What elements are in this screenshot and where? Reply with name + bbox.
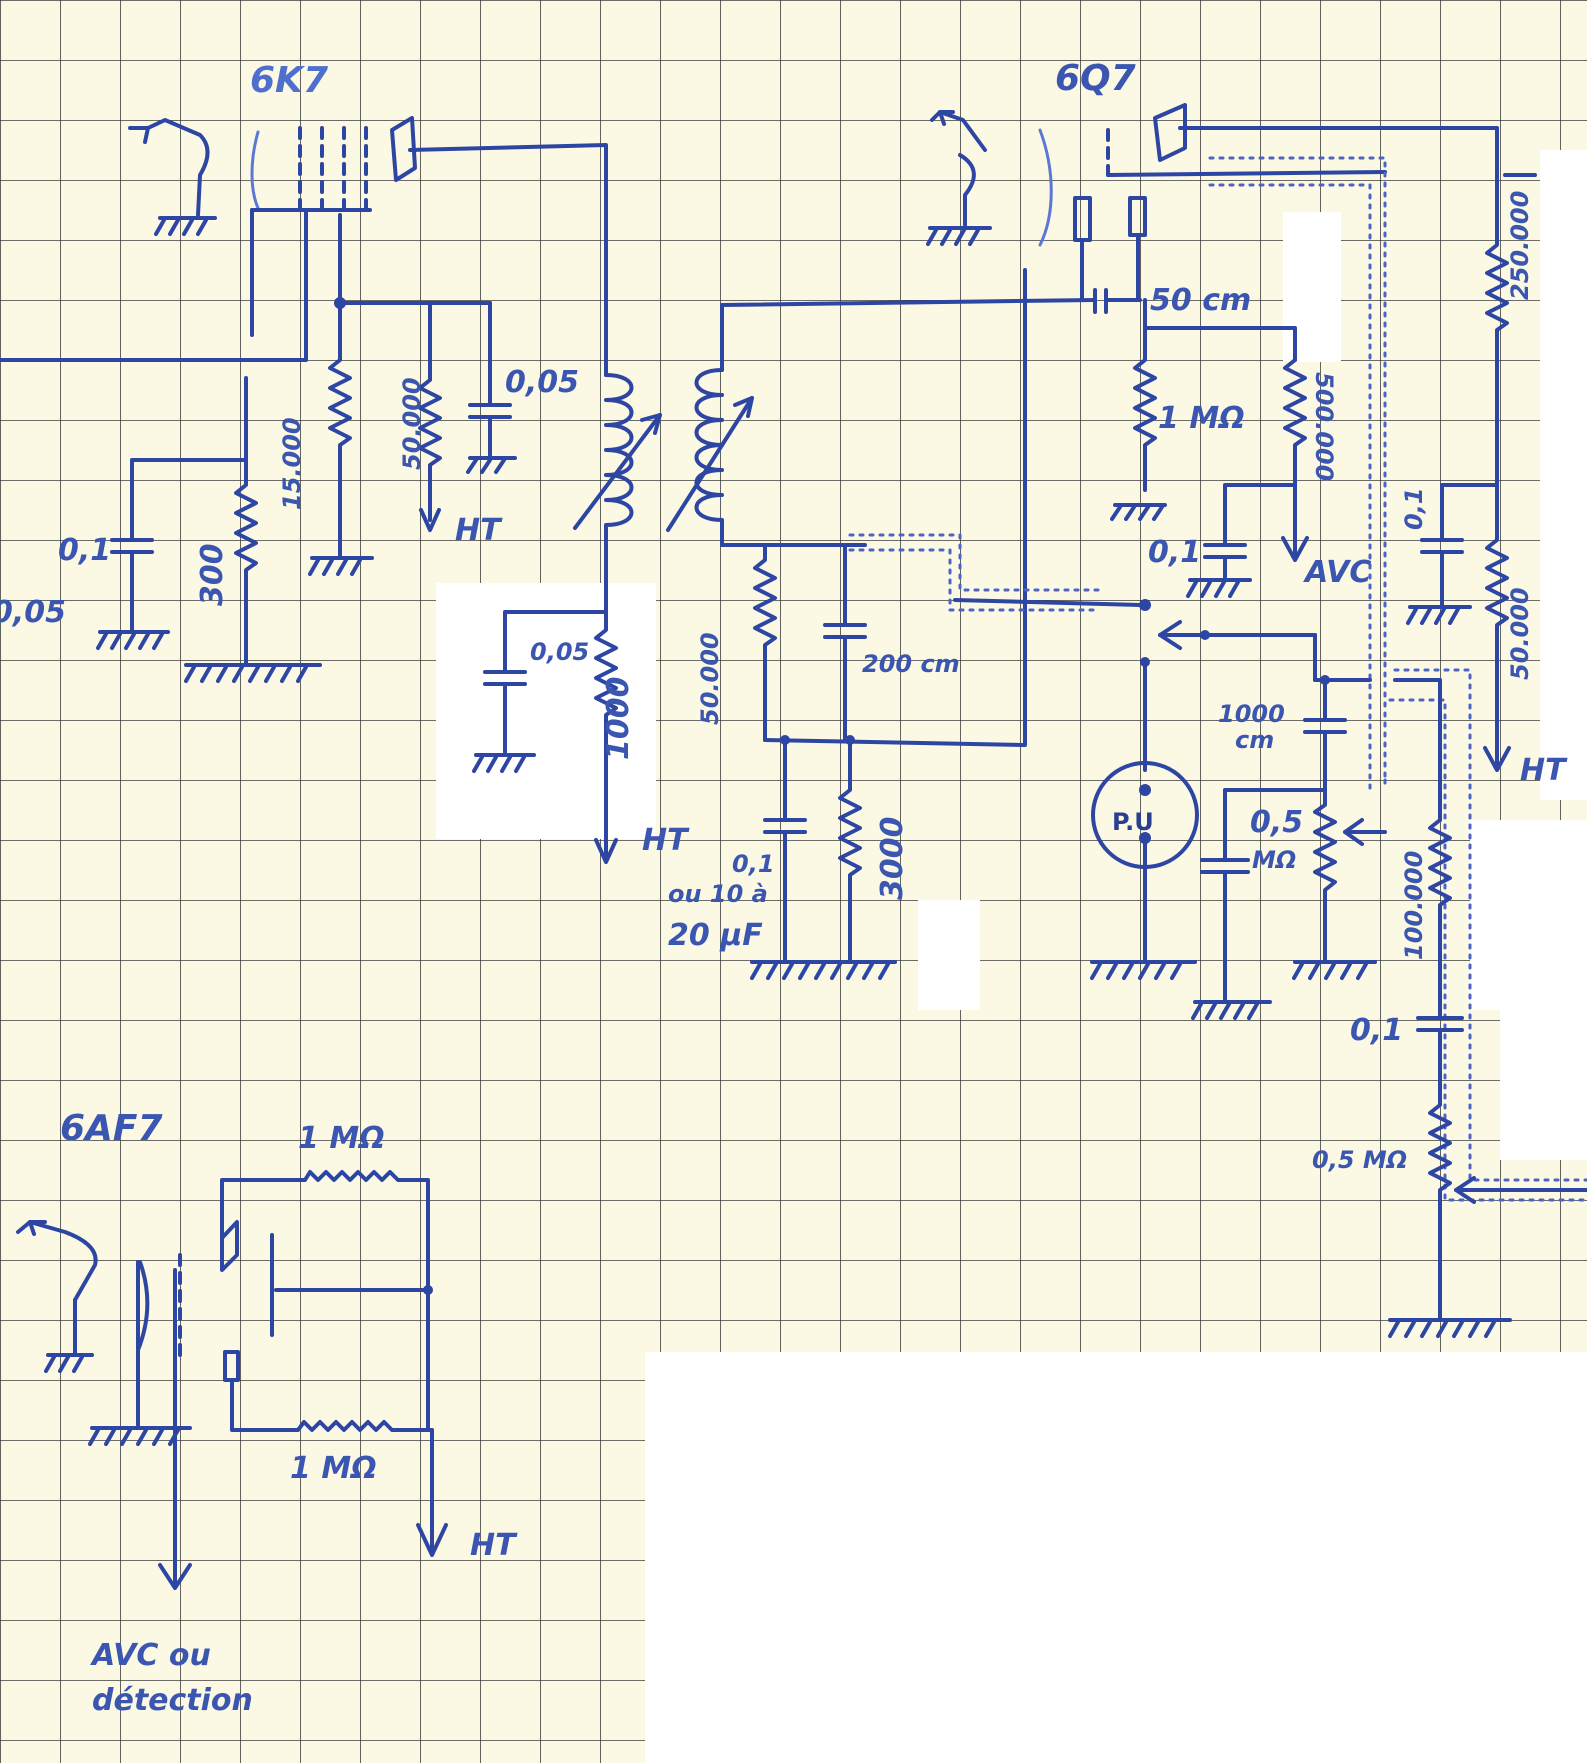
label-ht-4: HT (470, 1528, 518, 1563)
ground-01-cathode (96, 630, 170, 650)
label-r-300: 300 (195, 543, 230, 606)
tube-label-6q7: 6Q7 (1055, 58, 1136, 99)
label-c-50cm: 50 cm (1150, 283, 1251, 318)
white-patches (436, 150, 1587, 1160)
ground-cathode-6q7 (750, 960, 897, 980)
tube-6q7 (930, 103, 1187, 247)
label-c-200cm: 200 cm (862, 650, 960, 678)
ground-01-plate (1406, 605, 1472, 625)
label-r-50000-screen: 50.000 (398, 377, 426, 470)
label-r-1mohm-top: 1 MΩ (298, 1121, 385, 1156)
label-c-005-left: 0,05 (0, 595, 66, 630)
label-avc-note-1: AVC ou (90, 1638, 211, 1673)
label-c-01-b: ou 10 à (668, 880, 768, 908)
tube-6af7 (16, 1220, 274, 1382)
label-r-1mohm-grid: 1 MΩ (1158, 401, 1245, 436)
label-pu: P.U (1112, 808, 1154, 836)
label-c-01-a: 0,1 (732, 850, 775, 878)
tube-label-6af7: 6AF7 (60, 1108, 163, 1149)
ground-01-avc (1186, 578, 1252, 598)
label-r-50000-plate: 50.000 (1506, 587, 1534, 680)
label-pot-05m: 0,5 MΩ (1312, 1146, 1407, 1174)
label-r-3000: 3000 (875, 817, 910, 901)
dotted-shield-6q7 (1208, 156, 1587, 1202)
label-ht-1: HT (455, 513, 503, 548)
label-c-01-c: 20 μF (668, 918, 763, 953)
label-ht-3: HT (1520, 753, 1568, 788)
label-c-005-screen: 0,05 (505, 365, 579, 400)
label-c-01-avc: 0,1 (1148, 535, 1201, 570)
ground-005-screen (466, 456, 517, 474)
label-pot-05: 0,5 (1250, 805, 1303, 840)
dotted-shield-lines (848, 533, 1102, 612)
label-c-01-cathode: 0,1 (58, 533, 111, 568)
ground-15000 (308, 556, 374, 576)
label-c-01-plate: 0,1 (1400, 487, 1428, 530)
ground-6k7-g1 (154, 216, 217, 236)
label-r-15000: 15.000 (278, 417, 306, 510)
label-r-100000: 100.000 (1400, 851, 1428, 960)
ground-pu (1090, 960, 1197, 980)
label-r-1000: 1000 (601, 677, 636, 761)
ground-005-dec (472, 753, 536, 773)
tube-label-6k7: 6K7 (250, 60, 328, 101)
label-r-500k: 500.000 (1310, 372, 1338, 481)
label-c-1000-b: cm (1235, 726, 1274, 754)
label-avc-note-2: détection (92, 1683, 253, 1718)
label-r-50000-det: 50.000 (696, 632, 724, 725)
ground-300 (184, 663, 322, 683)
ground-6af7-g1 (44, 1353, 94, 1373)
if-transformer (573, 368, 754, 547)
ground-out (1388, 1318, 1512, 1338)
tube-6k7 (128, 116, 417, 217)
label-c-1000-a: 1000 (1218, 700, 1285, 728)
label-avc: AVC (1303, 555, 1371, 590)
label-c-01-out: 0,1 (1350, 1013, 1403, 1048)
ground-6q7-g1 (926, 226, 992, 246)
label-ht-2: HT (642, 823, 690, 858)
label-r-250000: 250.000 (1506, 191, 1534, 300)
label-pot-05-unit: MΩ (1252, 846, 1296, 874)
ground-pot (1191, 1000, 1272, 1020)
label-c-005-dec: 0,05 (530, 638, 589, 666)
ground-1mohm (1110, 503, 1167, 521)
label-r-1mohm-bot: 1 MΩ (290, 1451, 377, 1486)
ground-pot-2 (1292, 960, 1377, 980)
